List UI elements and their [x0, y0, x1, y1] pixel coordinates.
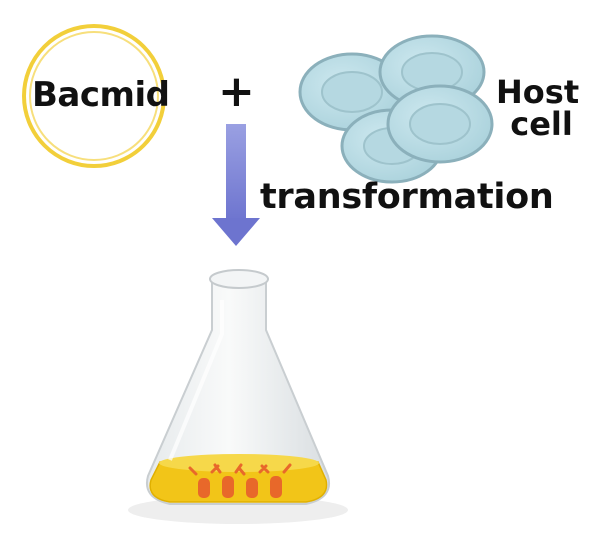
transformation-arrow-icon	[212, 124, 260, 246]
host-cells-icon	[298, 34, 494, 184]
culture-medium	[149, 454, 328, 503]
bacmid-plasmid-icon	[22, 24, 166, 168]
plus-sign: +	[218, 66, 255, 117]
host-cell-label-line-2: cell	[510, 105, 573, 143]
host-cell-label: Host cell	[496, 76, 579, 140]
host-cell-label-line-1: Host	[496, 73, 580, 111]
insect-cells-icon	[188, 463, 292, 498]
bacmid-label: Bacmid	[32, 75, 170, 115]
transformation-label: transformation	[260, 177, 554, 217]
erlenmeyer-flask-icon	[128, 269, 348, 524]
host-cell	[386, 84, 494, 164]
